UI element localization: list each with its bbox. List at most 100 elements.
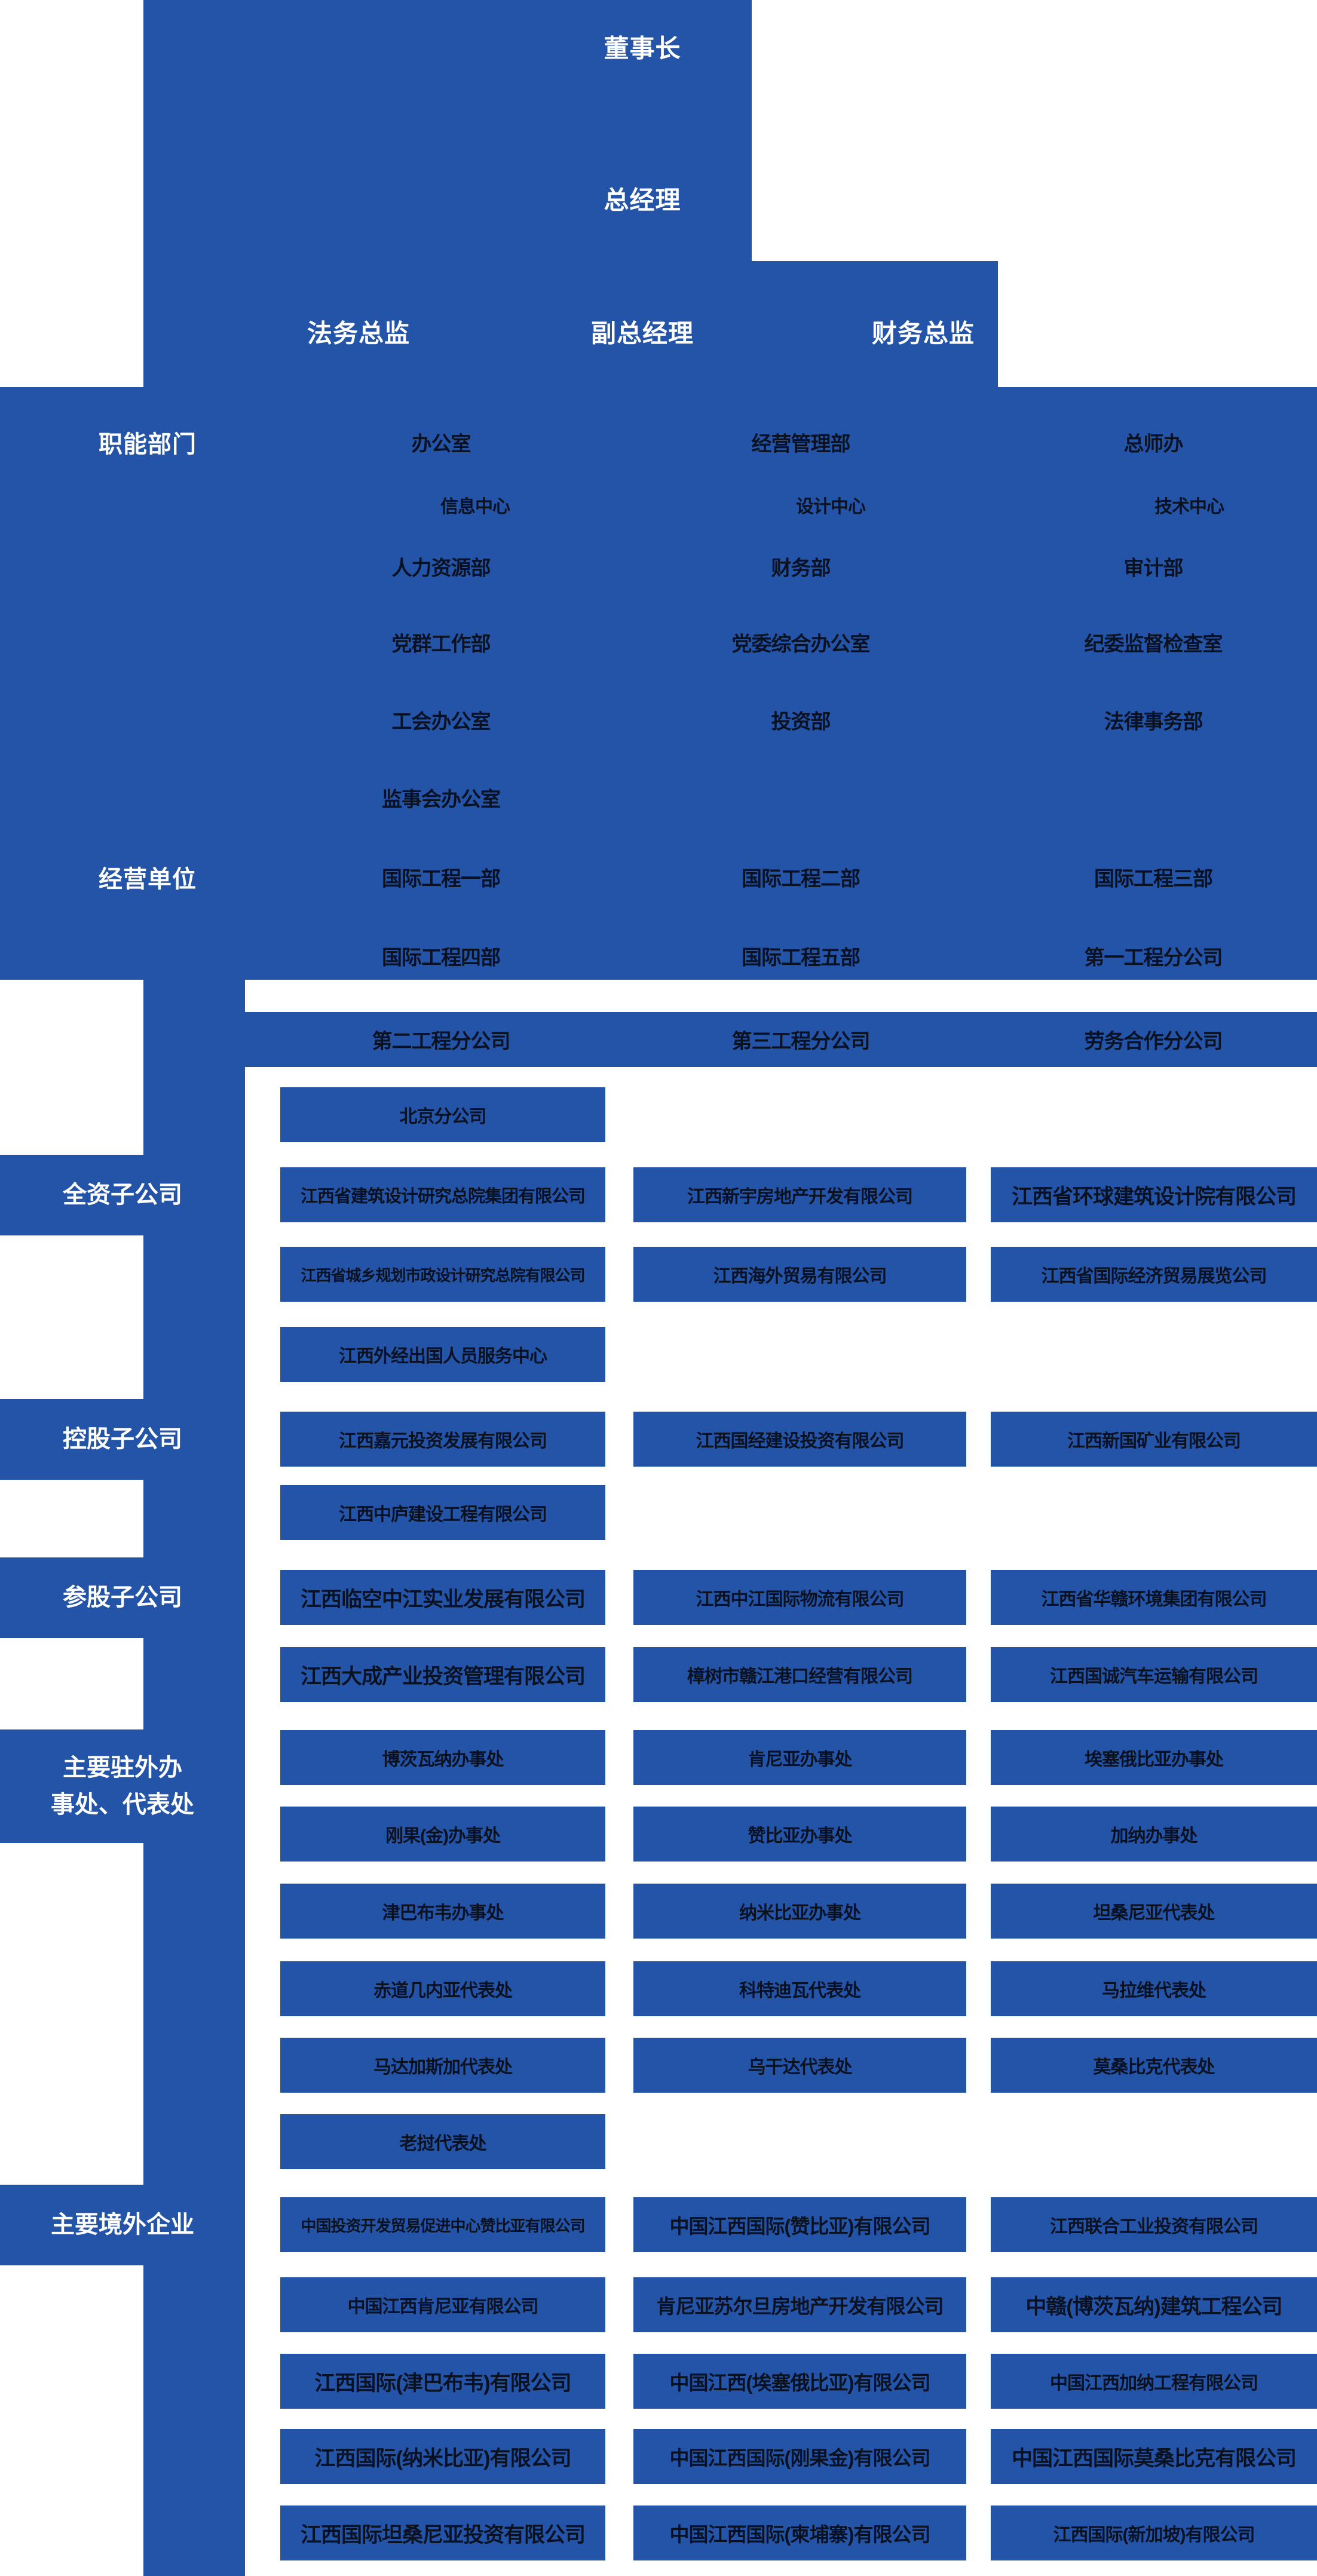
org-node-label: 江西国诚汽车运输有限公司 bbox=[1050, 1667, 1258, 1686]
header-panel-finance bbox=[752, 261, 998, 387]
org-node: 中国江西肯尼亚有限公司 bbox=[280, 2277, 605, 2332]
org-node: 江西中江国际物流有限公司 bbox=[633, 1570, 966, 1625]
org-node-label: 人力资源部 bbox=[391, 557, 491, 580]
org-node-label: 乌干达代表处 bbox=[748, 2057, 853, 2077]
org-node-label: 加纳办事处 bbox=[1110, 1826, 1198, 1846]
row-band bbox=[224, 1012, 1317, 1067]
org-node-label: 江西中庐建设工程有限公司 bbox=[339, 1505, 547, 1525]
org-node: 樟树市赣江港口经营有限公司 bbox=[633, 1647, 966, 1702]
header-panel-top bbox=[143, 0, 752, 387]
org-node-label: 江西国际(纳米比亚)有限公司 bbox=[314, 2446, 571, 2470]
org-node: 江西省国际经济贸易展览公司 bbox=[991, 1247, 1317, 1302]
section-label-minority-stake-subsidiaries: 参股子公司 bbox=[0, 1557, 245, 1638]
org-node: 中国江西国际莫桑比克有限公司 bbox=[991, 2429, 1317, 2484]
org-node-label: 工会办公室 bbox=[391, 710, 491, 734]
org-node-label: 江西省城乡规划市政设计研究总院有限公司 bbox=[301, 1266, 585, 1284]
org-node-label: 中国江西(埃塞俄比亚)有限公司 bbox=[669, 2372, 931, 2394]
org-node-label: 党委综合办公室 bbox=[731, 633, 871, 656]
org-node-label: 国际工程五部 bbox=[742, 946, 860, 970]
org-node-label: 中国江西国际莫桑比克有限公司 bbox=[1011, 2446, 1297, 2470]
org-node: 江西海外贸易有限公司 bbox=[633, 1247, 966, 1302]
org-node-label: 埃塞俄比亚办事处 bbox=[1085, 1750, 1224, 1770]
section-label-text: 主要境外企业 bbox=[51, 2212, 194, 2238]
functional-units-panel bbox=[0, 387, 1317, 980]
org-node: 江西省建筑设计研究总院集团有限公司 bbox=[280, 1167, 605, 1222]
org-node-label: 劳务合作分公司 bbox=[1084, 1030, 1223, 1053]
org-node-label: 刚果(金)办事处 bbox=[385, 1826, 501, 1846]
org-node: 马达加斯加代表处 bbox=[280, 2038, 605, 2093]
org-node-label: 设计中心 bbox=[796, 497, 866, 517]
org-node: 北京分公司 bbox=[280, 1087, 605, 1142]
org-node-label: 津巴布韦办事处 bbox=[382, 1903, 504, 1923]
chairman-title: 董事长 bbox=[604, 34, 681, 63]
section-label-holding-subsidiaries: 控股子公司 bbox=[0, 1399, 245, 1480]
org-node: 肯尼亚办事处 bbox=[633, 1730, 966, 1785]
org-node-label: 江西外经出国人员服务中心 bbox=[339, 1347, 547, 1366]
org-node: 中国投资开发贸易促进中心赞比亚有限公司 bbox=[280, 2197, 605, 2252]
section-label-overseas-offices: 主要驻外办事处、代表处 bbox=[0, 1729, 245, 1843]
org-node-label: 投资部 bbox=[771, 710, 831, 734]
org-node-label: 中国江西国际(柬埔寨)有限公司 bbox=[669, 2523, 931, 2546]
org-node-label: 中赣(博茨瓦纳)建筑工程公司 bbox=[1025, 2295, 1282, 2319]
section-label-overseas-enterprises: 主要境外企业 bbox=[0, 2184, 245, 2265]
org-node: 江西国诚汽车运输有限公司 bbox=[991, 1647, 1317, 1702]
org-node-label: 江西嘉元投资发展有限公司 bbox=[339, 1431, 547, 1451]
org-node-label: 监事会办公室 bbox=[382, 788, 501, 811]
org-node-label: 江西国际坦桑尼亚投资有限公司 bbox=[300, 2523, 586, 2547]
org-node: 博茨瓦纳办事处 bbox=[280, 1730, 605, 1785]
org-node: 江西省城乡规划市政设计研究总院有限公司 bbox=[280, 1247, 605, 1302]
org-node-label: 总师办 bbox=[1123, 433, 1184, 456]
org-node-label: 江西国际(新加坡)有限公司 bbox=[1053, 2525, 1255, 2545]
org-node: 江西国经建设投资有限公司 bbox=[633, 1412, 966, 1467]
org-node: 江西省环球建筑设计院有限公司 bbox=[991, 1167, 1317, 1222]
org-node: 津巴布韦办事处 bbox=[280, 1884, 605, 1939]
section-label-wholly-owned-subsidiaries: 全资子公司 bbox=[0, 1154, 245, 1235]
org-node-label: 中国投资开发贸易促进中心赞比亚有限公司 bbox=[301, 2216, 585, 2235]
org-node-label: 江西省国际经济贸易展览公司 bbox=[1041, 1266, 1267, 1286]
org-node: 坦桑尼亚代表处 bbox=[991, 1884, 1317, 1939]
org-node-label: 国际工程二部 bbox=[742, 867, 860, 891]
org-node-label: 赤道几内亚代表处 bbox=[373, 1981, 513, 2001]
section-label-line: 主要驻外办 bbox=[63, 1755, 182, 1781]
org-node: 科特迪瓦代表处 bbox=[633, 1961, 966, 2016]
org-node-label: 法律事务部 bbox=[1104, 710, 1203, 734]
org-node-label: 纳米比亚办事处 bbox=[739, 1903, 861, 1923]
org-node-label: 中国江西肯尼亚有限公司 bbox=[347, 2297, 539, 2317]
org-node: 莫桑比克代表处 bbox=[991, 2038, 1317, 2093]
org-node: 老挝代表处 bbox=[280, 2114, 605, 2169]
org-node-label: 江西国际(津巴布韦)有限公司 bbox=[314, 2371, 571, 2395]
org-node-label: 纪委监督检查室 bbox=[1084, 633, 1223, 656]
finance-director-title: 财务总监 bbox=[871, 319, 975, 348]
org-node-label: 中国江西国际(赞比亚)有限公司 bbox=[669, 2215, 931, 2237]
org-node-label: 肯尼亚苏尔旦房地产开发有限公司 bbox=[656, 2295, 944, 2317]
org-node: 江西省华赣环境集团有限公司 bbox=[991, 1570, 1317, 1625]
org-node-label: 第二工程分公司 bbox=[372, 1030, 511, 1053]
org-node: 赞比亚办事处 bbox=[633, 1807, 966, 1862]
org-node-label: 江西新宇房地产开发有限公司 bbox=[687, 1187, 913, 1207]
org-node-label: 北京分公司 bbox=[399, 1107, 487, 1127]
section-label-functional-departments: 职能部门 bbox=[99, 431, 197, 458]
org-node-label: 赞比亚办事处 bbox=[748, 1826, 853, 1846]
org-node-label: 科特迪瓦代表处 bbox=[739, 1981, 861, 2001]
general-manager-title: 总经理 bbox=[604, 186, 681, 214]
section-label-text: 控股子公司 bbox=[63, 1426, 182, 1452]
org-node: 刚果(金)办事处 bbox=[280, 1807, 605, 1862]
org-node-label: 马拉维代表处 bbox=[1102, 1981, 1206, 2001]
org-node-label: 江西联合工业投资有限公司 bbox=[1050, 2217, 1258, 2237]
org-node-label: 第三工程分公司 bbox=[731, 1030, 871, 1053]
section-label-line: 事处、代表处 bbox=[51, 1792, 194, 1818]
org-node-label: 江西大成产业投资管理有限公司 bbox=[300, 1664, 586, 1688]
org-node-label: 莫桑比克代表处 bbox=[1093, 2057, 1215, 2077]
org-node-label: 江西省环球建筑设计院有限公司 bbox=[1011, 1185, 1297, 1209]
org-node-label: 审计部 bbox=[1123, 557, 1184, 580]
section-label-text: 全资子公司 bbox=[63, 1182, 182, 1208]
org-node: 江西中庐建设工程有限公司 bbox=[280, 1485, 605, 1540]
org-node-label: 江西临空中江实业发展有限公司 bbox=[300, 1587, 586, 1611]
org-node: 中国江西加纳工程有限公司 bbox=[991, 2354, 1317, 2409]
org-node-label: 江西省建筑设计研究总院集团有限公司 bbox=[300, 1187, 586, 1206]
org-node-label: 江西海外贸易有限公司 bbox=[713, 1266, 887, 1286]
org-node-label: 国际工程一部 bbox=[382, 867, 501, 891]
org-node: 江西联合工业投资有限公司 bbox=[991, 2197, 1317, 2252]
org-node-label: 中国江西加纳工程有限公司 bbox=[1050, 2373, 1258, 2393]
org-node: 中国江西国际(柬埔寨)有限公司 bbox=[633, 2506, 966, 2560]
